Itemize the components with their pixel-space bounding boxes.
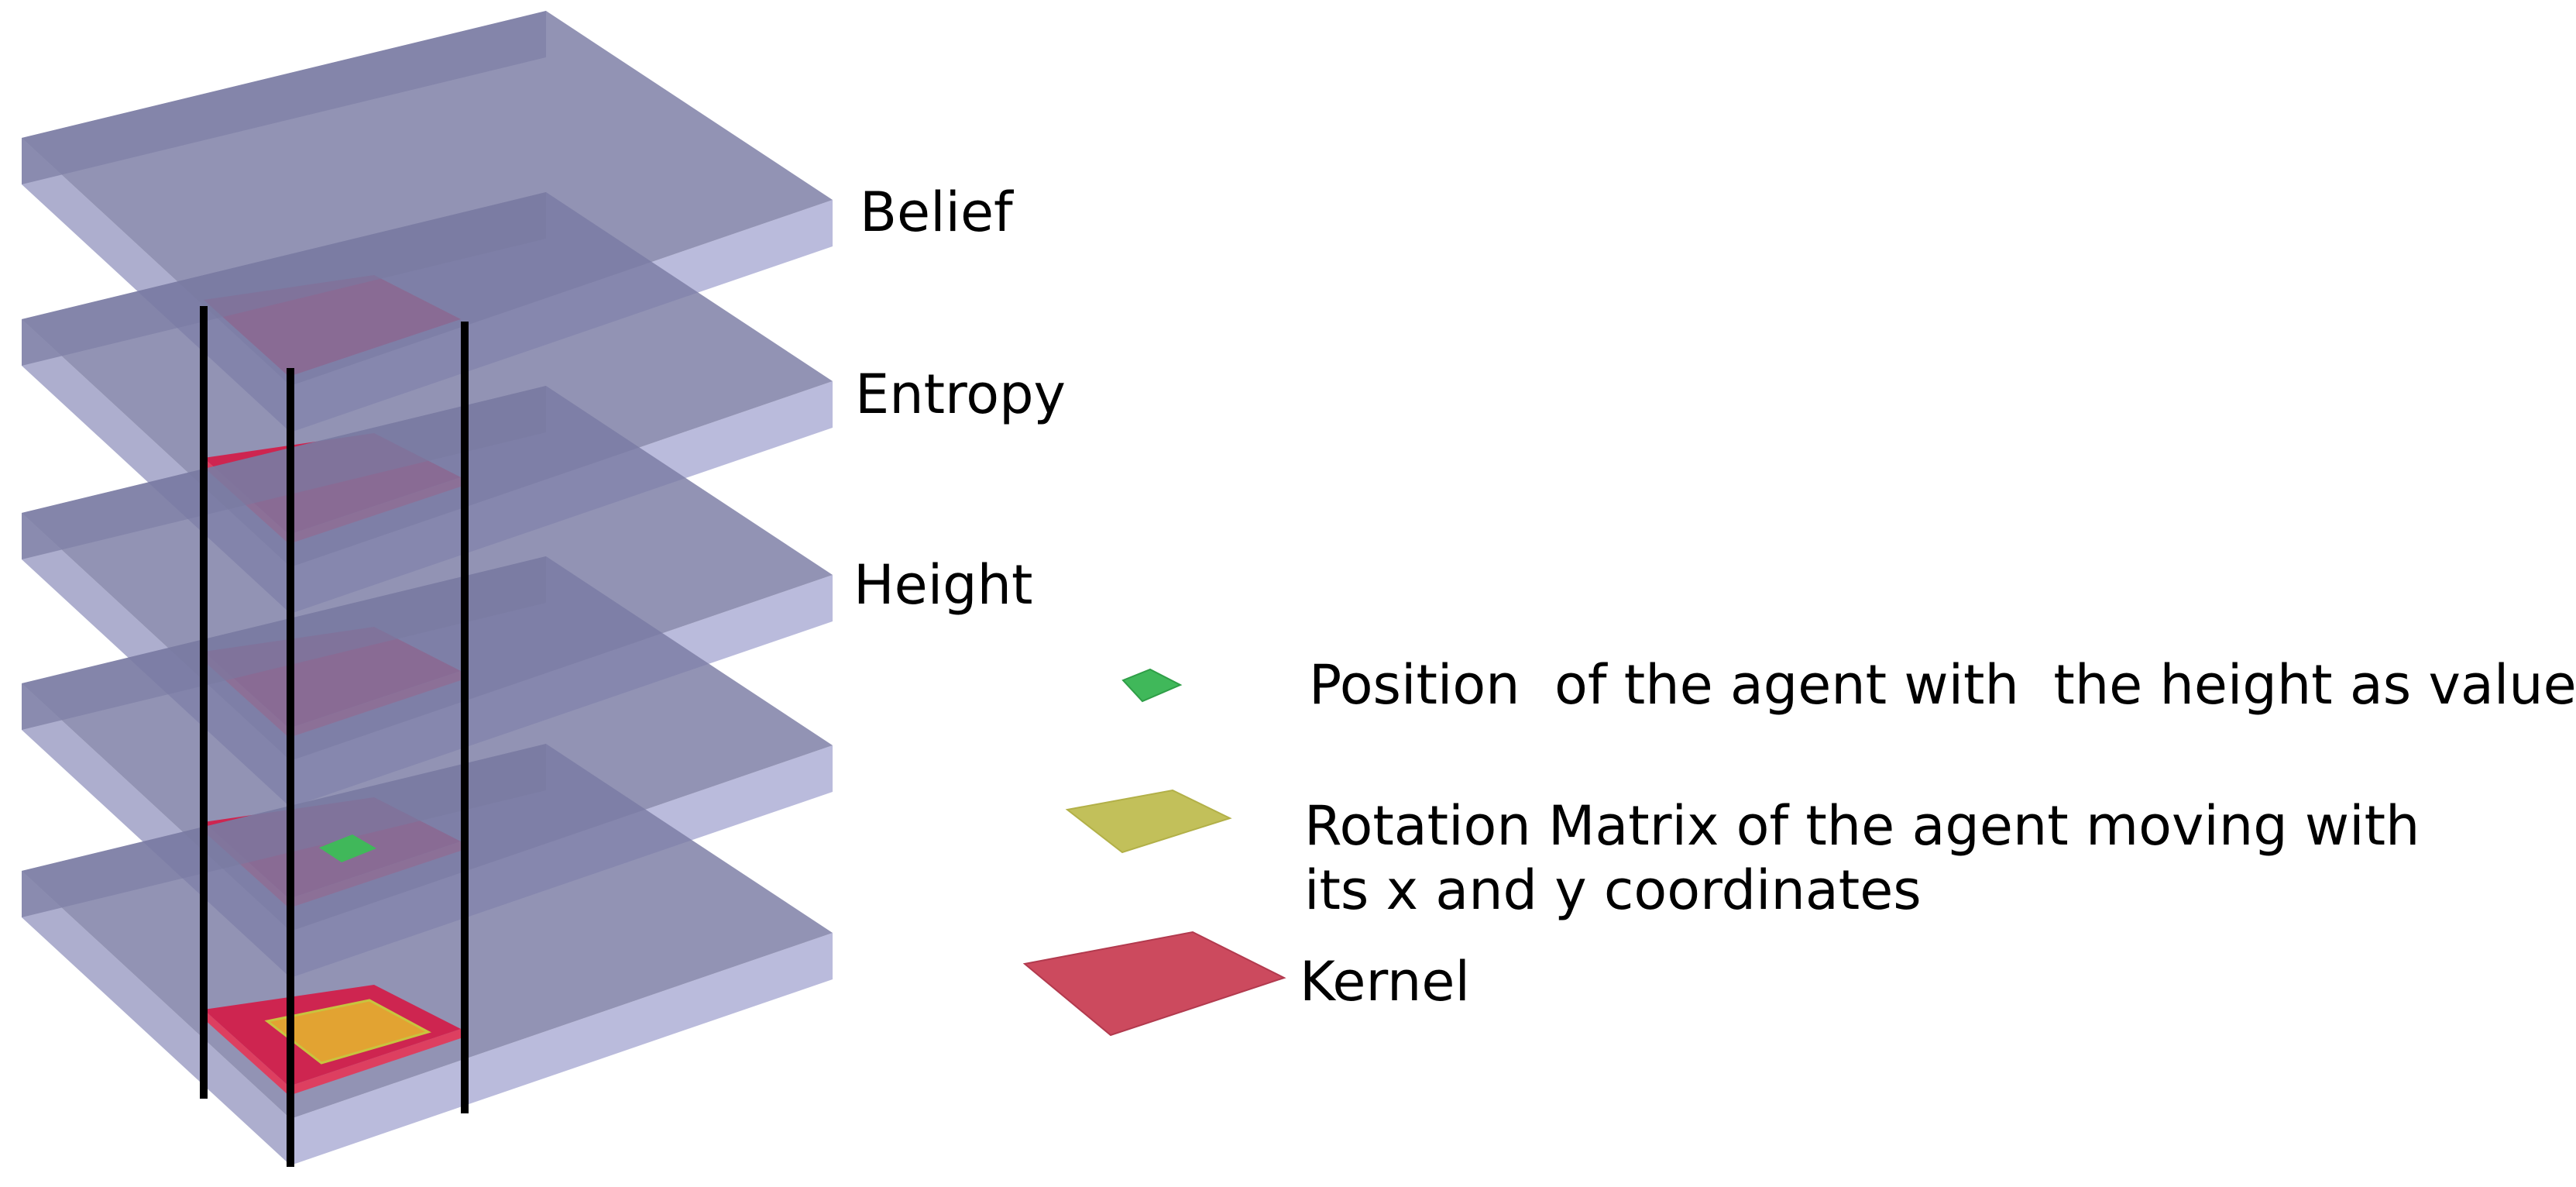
legend-label-position: Position of the agent with the height as… xyxy=(1309,653,2576,717)
legend-label-kernel: Kernel xyxy=(1300,950,1470,1013)
rotation-matrix-patch xyxy=(264,999,431,1065)
kernel-patch-edge-left xyxy=(204,1010,289,1096)
layer-slab-5 xyxy=(22,744,833,1165)
layer-label-entropy: Entropy xyxy=(855,363,1066,426)
legend-item-position: Position of the agent with the height as… xyxy=(1121,653,2576,717)
legend-swatch-position xyxy=(1121,668,1183,703)
legend-label-rotation-line-1: Rotation Matrix of the agent moving with xyxy=(1304,794,2420,858)
agent-position-marker xyxy=(319,834,376,862)
legend-swatch-kernel xyxy=(1022,931,1286,1037)
vertical-axis-lines xyxy=(200,306,469,1167)
legend-item-kernel: Kernel xyxy=(1022,931,1470,1037)
layer-labels: Belief Entropy Height xyxy=(854,181,1066,617)
legend: Position of the agent with the height as… xyxy=(1022,653,2576,1037)
layer-label-belief: Belief xyxy=(860,181,1014,244)
layer-stack xyxy=(22,11,833,1165)
legend-swatch-rotation xyxy=(1065,789,1232,854)
layer-face-right xyxy=(290,933,833,1165)
legend-label-rotation-line-2: its x and y coordinates xyxy=(1304,858,1922,922)
layer-face-left xyxy=(22,871,290,1165)
kernel-patch-edge xyxy=(289,1029,461,1096)
legend-item-rotation: Rotation Matrix of the agent moving with… xyxy=(1065,789,2420,922)
layer-label-height: Height xyxy=(854,553,1032,617)
